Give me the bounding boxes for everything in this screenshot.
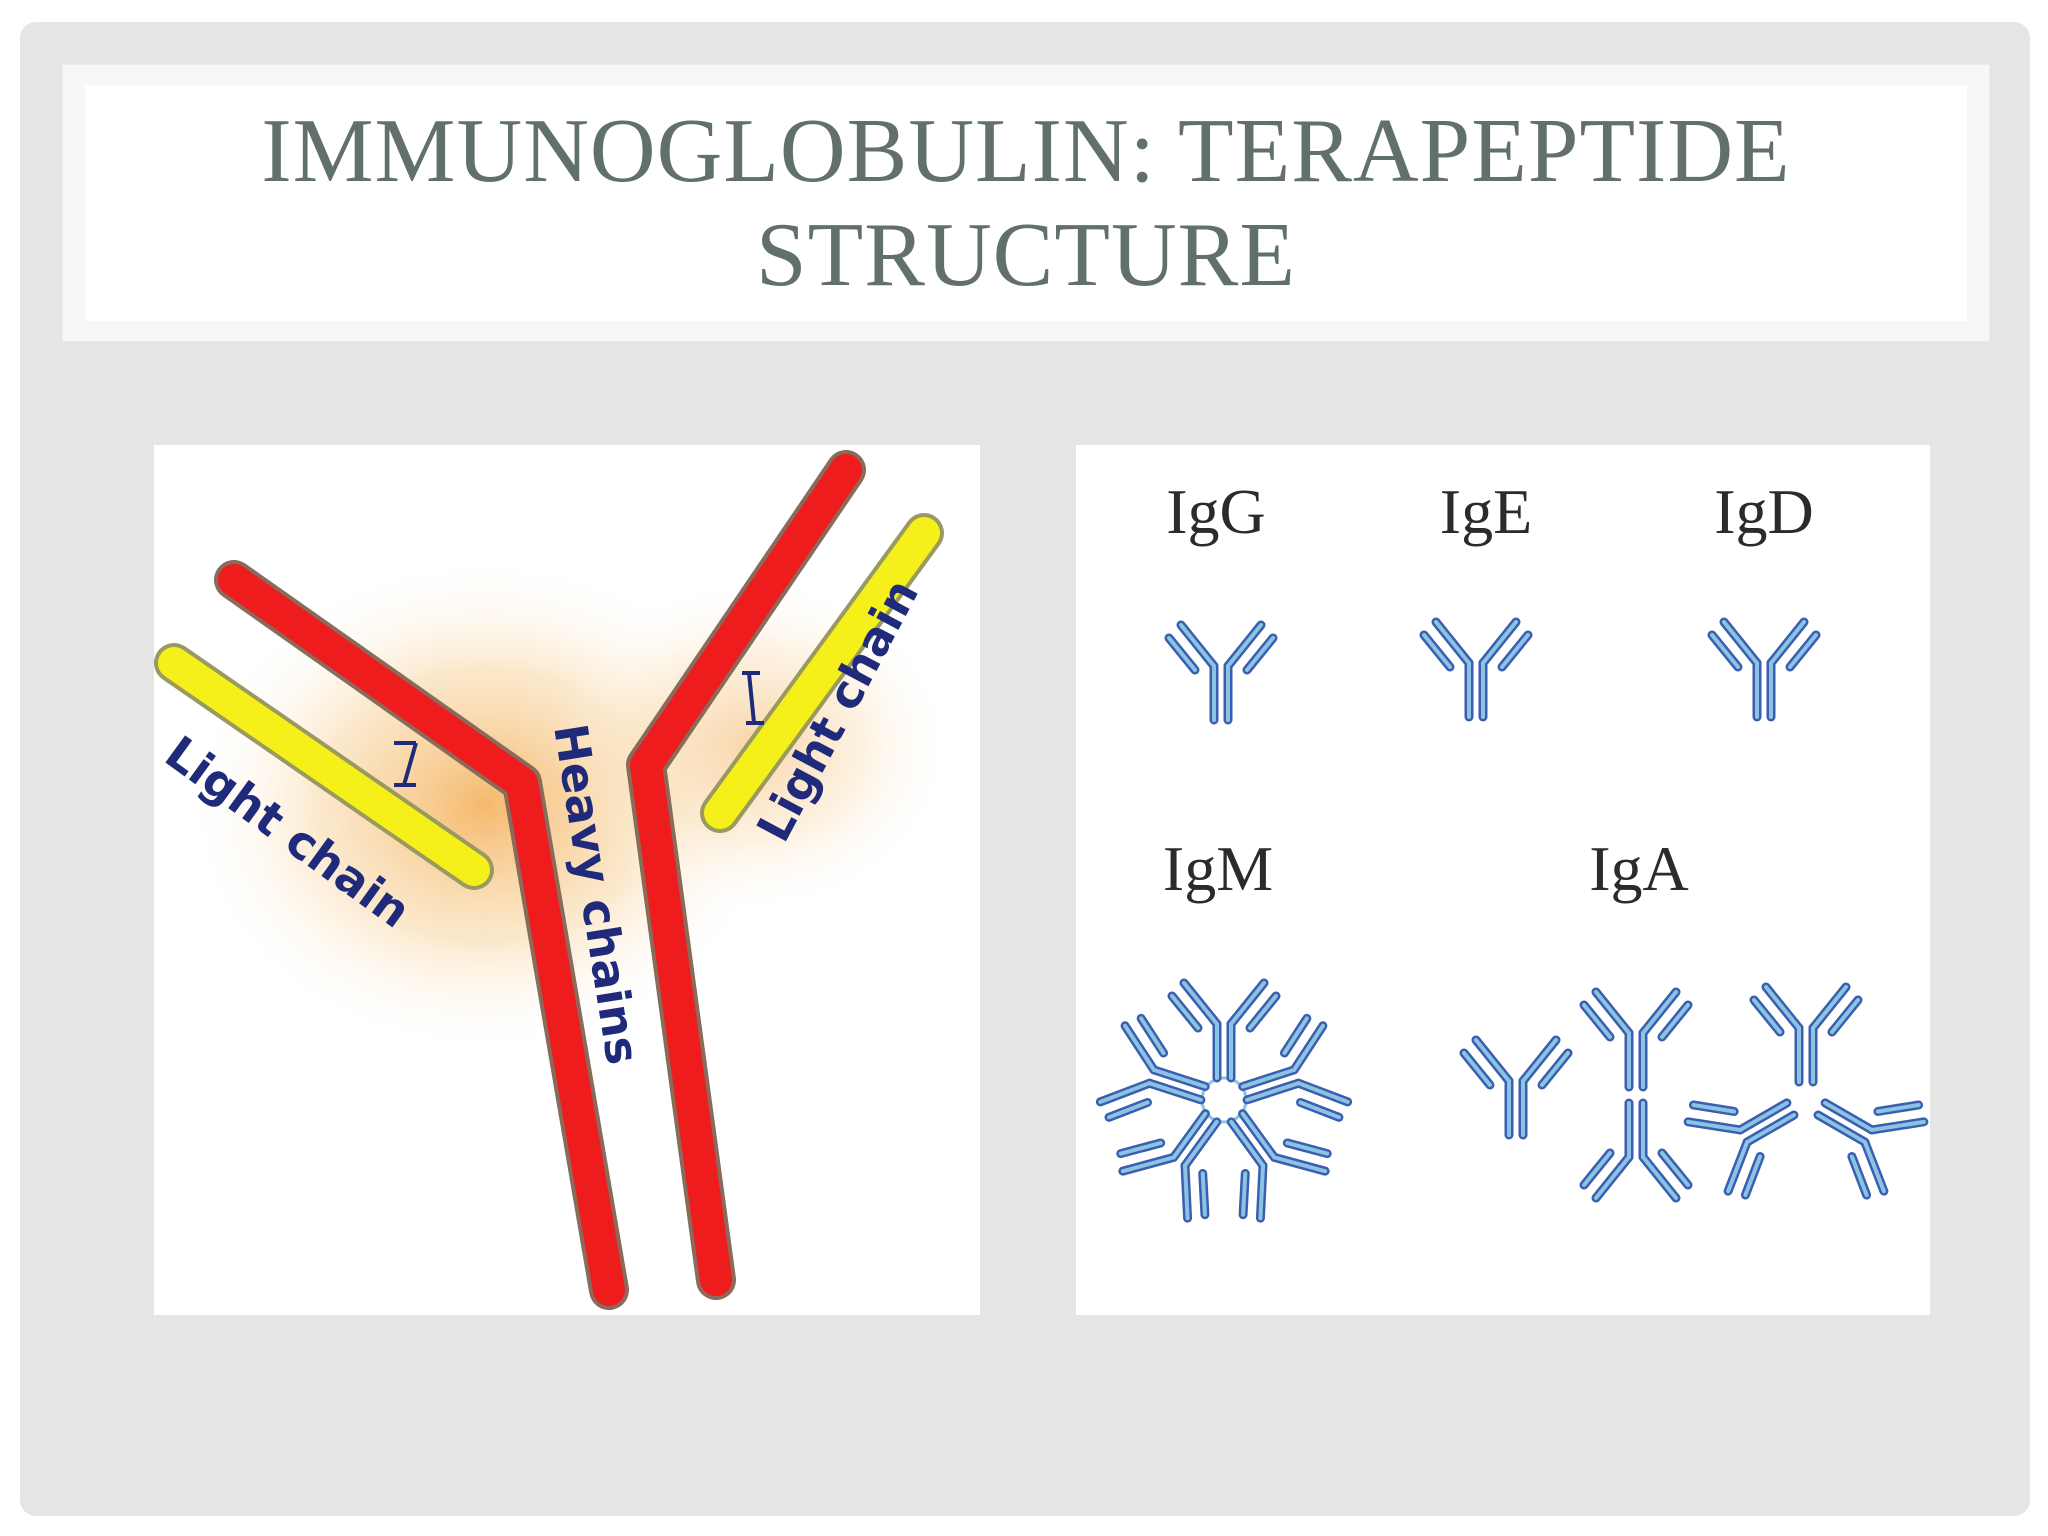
igm-pentamer-icon xyxy=(1097,983,1352,1225)
immunoglobulin-classes-diagram: IgG IgE IgD IgM IgA xyxy=(1076,476,1930,1315)
iga-dimer-icon xyxy=(1584,992,1688,1198)
heavy-chain-left xyxy=(214,560,629,1310)
title-line-2: STRUCTURE xyxy=(756,204,1296,305)
light-chain-right xyxy=(700,513,944,833)
antibody-structure-diagram: Light chain Heavy chains Light chain xyxy=(154,450,954,1310)
disulfide-bond-right xyxy=(747,672,756,724)
title-frame: IMMUNOGLOBULIN: TERAPEPTIDE STRUCTURE xyxy=(62,64,1990,342)
disulfide-bond-left xyxy=(402,742,418,786)
iga-label: IgA xyxy=(1589,833,1689,904)
title-box: IMMUNOGLOBULIN: TERAPEPTIDE STRUCTURE xyxy=(85,85,1967,321)
igm-label: IgM xyxy=(1163,833,1273,904)
ige-antibody-icon xyxy=(1424,622,1528,717)
igd-label: IgD xyxy=(1714,476,1814,547)
heavy-chain-right xyxy=(626,450,866,1300)
igg-label: IgG xyxy=(1166,476,1266,547)
igg-antibody-icon xyxy=(1169,625,1273,720)
immunoglobulin-classes-image: IgG IgE IgD IgM IgA xyxy=(1076,445,1930,1315)
title-line-1: IMMUNOGLOBULIN: TERAPEPTIDE xyxy=(261,100,1791,201)
ige-label: IgE xyxy=(1440,476,1532,547)
light-chain-left xyxy=(154,643,494,890)
antibody-structure-image: Light chain Heavy chains Light chain xyxy=(154,445,980,1315)
igd-antibody-icon xyxy=(1712,622,1816,717)
iga-polymer-icon xyxy=(1682,987,1930,1202)
slide-title: IMMUNOGLOBULIN: TERAPEPTIDE STRUCTURE xyxy=(261,99,1790,307)
iga-monomer-icon xyxy=(1464,1040,1568,1135)
